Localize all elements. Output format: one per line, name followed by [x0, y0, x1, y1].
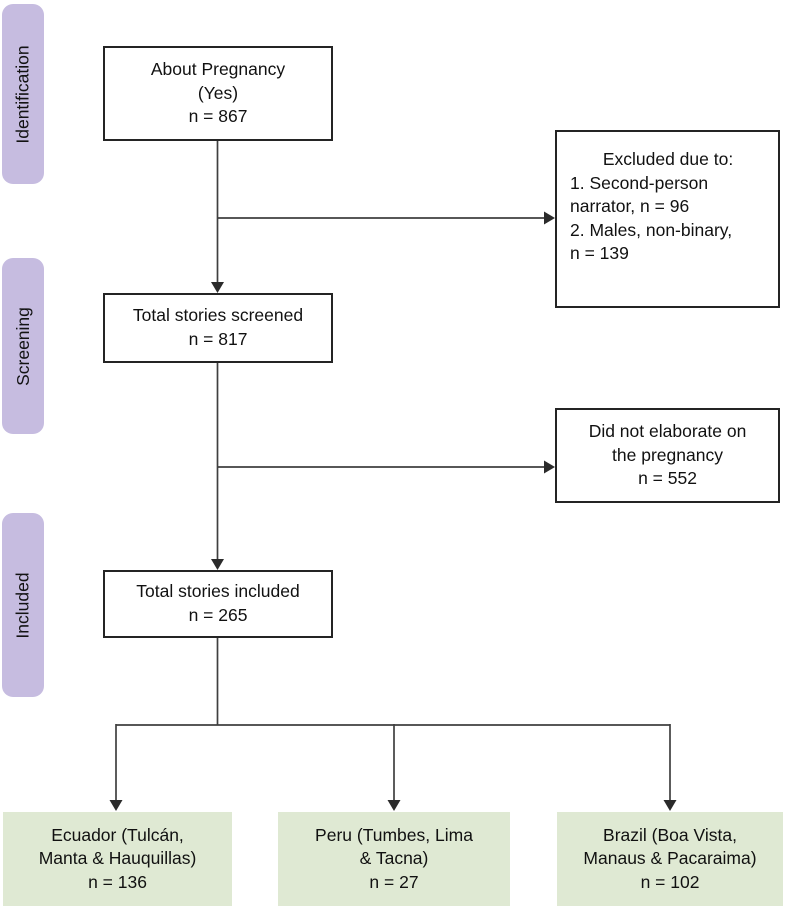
box-text-line: Excluded due to:	[602, 149, 734, 169]
box-text-line: n = 102	[640, 871, 700, 892]
stage-pill-included: Included	[2, 513, 44, 697]
box-text-line: (Yes)	[197, 82, 239, 103]
arrow-right-icon	[544, 211, 555, 225]
stage-label-screening: Screening	[12, 306, 33, 386]
arrow-down-icon	[211, 282, 224, 293]
box-text-line: Did not elaborate on	[588, 421, 747, 442]
box-excluded-screening: Excluded due to: 1. Second-person narrat…	[555, 130, 780, 308]
box-text-line: n = 139	[570, 243, 629, 264]
arrow-down-icon	[211, 559, 224, 570]
box-text-line: n = 552	[638, 468, 697, 489]
box-text-line: Total stories screened	[132, 305, 304, 326]
box-text-line: Total stories included	[136, 581, 300, 602]
box-text-line: the pregnancy	[612, 444, 723, 465]
box-about-pregnancy: About Pregnancy (Yes) n = 867	[103, 46, 333, 141]
box-did-not-elaborate: Did not elaborate on the pregnancy n = 5…	[555, 408, 780, 503]
box-text-line: n = 136	[88, 871, 147, 892]
box-text-line: About Pregnancy	[150, 59, 286, 80]
box-text-line: narrator, n = 96	[570, 196, 690, 217]
stage-pill-screening: Screening	[2, 258, 44, 434]
box-text-line: Manta & Hauquillas)	[38, 848, 197, 869]
box-text-line: n = 27	[369, 871, 419, 892]
box-text-line: n = 265	[188, 605, 248, 625]
box-text-line: Manaus & Pacaraima)	[583, 848, 757, 869]
box-total-included: Total stories included n = 265	[103, 570, 333, 638]
arrow-down-icon	[387, 800, 401, 811]
box-result-ecuador: Ecuador (Tulcán, Manta & Hauquillas) n =…	[3, 812, 232, 906]
box-text-line: 1. Second-person	[570, 172, 709, 193]
box-text-line: n = 817	[188, 329, 248, 349]
box-text-line: Brazil (Boa Vista,	[603, 824, 737, 845]
box-text-line: Peru (Tumbes, Lima	[315, 824, 473, 845]
box-text-line: & Tacna)	[359, 848, 429, 869]
box-text-line: n = 867	[188, 106, 248, 127]
arrow-down-icon	[663, 800, 677, 811]
stage-pill-identification: Identification	[2, 4, 44, 184]
box-result-brazil: Brazil (Boa Vista, Manaus & Pacaraima) n…	[557, 812, 783, 906]
box-text-line: Ecuador (Tulcán,	[51, 824, 184, 845]
box-text-line: 2. Males, non-binary,	[570, 219, 733, 240]
box-total-screened: Total stories screened n = 817	[103, 293, 333, 363]
arrow-right-icon	[544, 460, 555, 474]
stage-label-identification: Identification	[12, 44, 33, 144]
arrow-down-icon	[109, 800, 123, 811]
box-result-peru: Peru (Tumbes, Lima & Tacna) n = 27	[278, 812, 510, 906]
stage-label-included: Included	[12, 571, 33, 639]
